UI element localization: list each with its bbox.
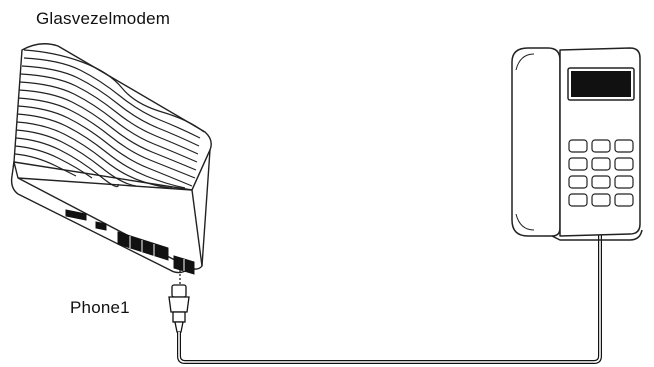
modem-ridges	[14, 49, 205, 189]
rj11-plug	[168, 284, 190, 333]
modem-label: Glasvezelmodem	[36, 9, 171, 28]
usb-port	[95, 221, 107, 231]
phone-cable	[177, 226, 602, 364]
phone-port-label: Phone1	[70, 298, 130, 317]
power-port	[65, 209, 87, 221]
telephone-keypad	[568, 139, 634, 207]
telephone-handset	[511, 47, 561, 237]
